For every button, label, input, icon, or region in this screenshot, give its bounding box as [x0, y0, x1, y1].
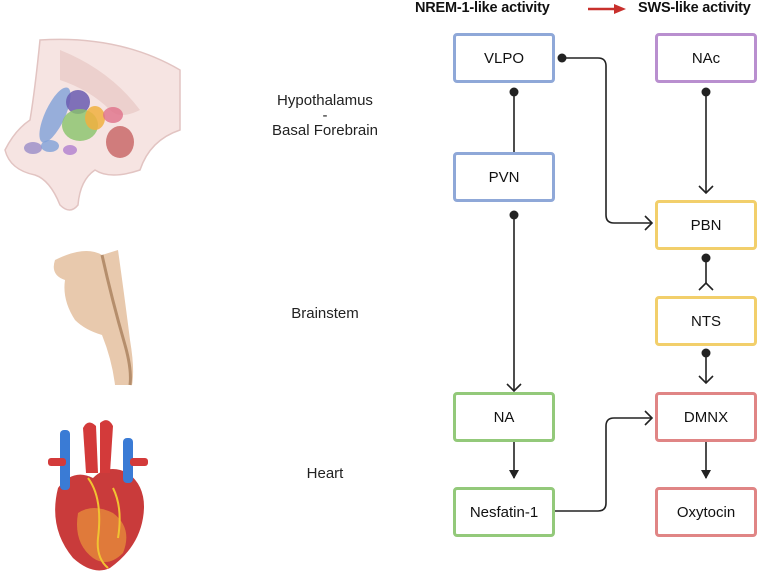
- region-brainstem: Brainstem: [291, 305, 359, 322]
- dot-vlpo-out: [557, 53, 567, 63]
- fork-nts: [698, 375, 714, 385]
- fork-pbn-left: [644, 215, 654, 231]
- node-pvn: PVN: [453, 152, 555, 202]
- arrowhead-oxytocin: [701, 470, 711, 479]
- header-sws-label: SWS-like activity: [638, 0, 751, 16]
- hypothalamus-illustration: [4, 38, 181, 211]
- brainstem-illustration: [53, 250, 134, 386]
- node-nts: NTS: [655, 296, 757, 346]
- dot-nts-up: [701, 253, 711, 263]
- fork-pbn-top: [698, 185, 714, 195]
- node-nesfatin: Nesfatin-1: [453, 487, 555, 537]
- header-nrem-label: NREM-1-like activity: [415, 0, 550, 16]
- edge-vlpo-pbn: [562, 57, 652, 224]
- region-hypothalamus-line1: Hypothalamus: [277, 92, 373, 109]
- node-na: NA: [453, 392, 555, 442]
- region-heart: Heart: [306, 465, 344, 482]
- region-basal-forebrain: Basal Forebrain: [272, 122, 378, 139]
- node-oxytocin: Oxytocin: [655, 487, 757, 537]
- dot-pvn-out: [509, 210, 519, 220]
- region-hypothalamus-dash: -: [322, 107, 328, 124]
- edge-nesfatin-dmnx: [536, 417, 652, 512]
- fork-dmnx-left: [644, 410, 654, 426]
- node-pbn: PBN: [655, 200, 757, 250]
- transition-arrow-icon: [588, 4, 626, 14]
- arrowhead-nesfatin: [509, 470, 519, 479]
- region-hypothalamus: Hypothalamus - Basal Forebrain: [250, 92, 400, 140]
- dot-nac-out: [701, 87, 711, 97]
- heart-illustration: [48, 420, 148, 571]
- node-vlpo: VLPO: [453, 33, 555, 83]
- node-nac: NAc: [655, 33, 757, 83]
- dot-vlpo-in: [509, 87, 519, 97]
- fork-na: [506, 383, 522, 393]
- dot-nts-down: [701, 348, 711, 358]
- fork-pbn-bottom: [698, 281, 714, 291]
- node-dmnx: DMNX: [655, 392, 757, 442]
